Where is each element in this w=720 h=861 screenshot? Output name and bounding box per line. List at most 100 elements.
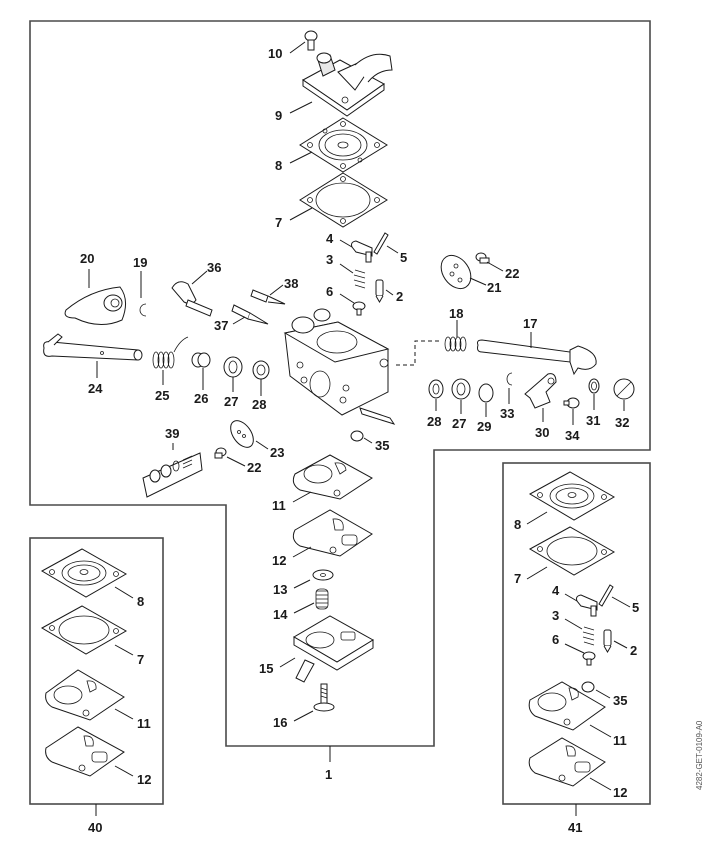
callout-20: 20	[80, 251, 94, 266]
callout-10: 10	[268, 46, 282, 61]
callout-27-left: 27	[224, 394, 238, 409]
group-40-label: 40	[88, 820, 102, 835]
callout-29: 29	[477, 419, 491, 434]
kit40-part-8-diaphragm	[40, 548, 128, 598]
part-2-inlet-needle	[375, 279, 384, 303]
part-23-throttle-shutter	[230, 420, 254, 448]
part-24-throttle-shaft	[43, 333, 143, 361]
callout-23: 23	[270, 445, 284, 460]
callout-37: 37	[214, 318, 228, 333]
part-20-throttle-lever	[64, 286, 126, 325]
part-5-pin	[373, 232, 389, 255]
callout-11: 11	[272, 498, 286, 513]
part-6-screw	[352, 301, 366, 316]
part-15-metering-cover	[293, 615, 374, 683]
kit41-part-7-gasket	[528, 526, 616, 576]
kit40-part-11-gasket	[45, 669, 125, 721]
kit40-callout-11: 11	[137, 716, 151, 731]
part-31-o-ring	[588, 378, 600, 394]
kit41-callout-4: 4	[552, 583, 560, 598]
part-14-spring	[315, 588, 329, 610]
part-28-ring-right	[428, 379, 444, 399]
part-19-e-clip	[139, 303, 147, 317]
callout-2: 2	[396, 289, 403, 304]
part-35-plug	[350, 430, 364, 442]
callout-16: 16	[273, 715, 287, 730]
group-41-label: 41	[568, 820, 582, 835]
part-29-ring	[478, 383, 494, 403]
kit41-callout-7: 7	[514, 571, 521, 586]
callout-21: 21	[487, 280, 501, 295]
callout-28-right: 28	[427, 414, 441, 429]
kit41-callout-11: 11	[613, 733, 627, 748]
kit41-callout-5: 5	[632, 600, 639, 615]
kit40-callout-8: 8	[137, 594, 144, 609]
document-id: 4282-GET-0109-A0	[695, 720, 704, 790]
kit41-callout-35: 35	[613, 693, 627, 708]
kit41-part-12-gasket	[528, 737, 606, 787]
callout-24: 24	[88, 381, 103, 396]
callout-26: 26	[194, 391, 208, 406]
kit41-part-4-inlet-lever	[576, 594, 598, 617]
assembly-dashed-line	[396, 340, 440, 366]
part-33-clip	[506, 372, 513, 386]
part-13-disc	[312, 569, 334, 581]
main-frame-1	[29, 20, 651, 747]
part-18-spring	[444, 336, 467, 352]
callout-22-left: 22	[247, 460, 261, 475]
part-16-screw	[313, 683, 335, 712]
kit40-callout-7: 7	[137, 652, 144, 667]
callout-34: 34	[565, 428, 580, 443]
callout-6: 6	[326, 284, 333, 299]
kit41-callout-8: 8	[514, 517, 521, 532]
kit41-part-8-diaphragm	[528, 471, 616, 521]
kit41-part-5-pin	[598, 584, 614, 607]
callout-14: 14	[273, 607, 288, 622]
part-38-adjusting-screw	[250, 289, 286, 305]
callout-35: 35	[375, 438, 389, 453]
callout-4: 4	[326, 231, 334, 246]
part-21-choke-shutter	[440, 254, 472, 290]
part-11-gasket	[292, 454, 373, 500]
kit41-callout-12: 12	[613, 785, 627, 800]
part-7-gasket	[299, 172, 388, 228]
callout-12: 12	[272, 553, 286, 568]
callout-13: 13	[273, 582, 287, 597]
part-27-seal-right	[451, 378, 471, 400]
callout-3: 3	[326, 252, 333, 267]
kit40-part-12-gasket	[45, 726, 125, 777]
callout-30: 30	[535, 425, 549, 440]
callout-27-right: 27	[452, 416, 466, 431]
kit41-part-35-plug	[581, 681, 595, 693]
kit40-part-7-gasket	[40, 605, 128, 655]
kit40-callout-12: 12	[137, 772, 151, 787]
part-3-spring	[353, 269, 366, 289]
callout-5: 5	[400, 250, 407, 265]
part-12-gasket	[292, 509, 373, 557]
part-27-seal-left	[223, 356, 243, 378]
part-28-ring-left	[252, 360, 270, 380]
callout-8: 8	[275, 158, 282, 173]
part-22-screw-left	[214, 447, 227, 459]
callout-15: 15	[259, 661, 273, 676]
part-37-adjusting-screw	[231, 304, 269, 325]
part-36-idle-screw-knob	[171, 281, 213, 317]
callout-9: 9	[275, 108, 282, 123]
part-30-choke-lever	[524, 373, 557, 409]
callout-39: 39	[165, 426, 179, 441]
part-8-diaphragm	[299, 117, 388, 173]
kit41-callout-2: 2	[630, 643, 637, 658]
part-4-inlet-lever	[351, 240, 373, 263]
kit41-part-11-gasket	[528, 681, 606, 731]
callout-17: 17	[523, 316, 537, 331]
part-9-pump-cover	[302, 52, 393, 117]
carburetor-body	[283, 308, 396, 425]
callout-38: 38	[284, 276, 298, 291]
part-39-seal-kit	[142, 452, 203, 498]
callout-25: 25	[155, 388, 169, 403]
part-17-choke-shaft	[477, 339, 597, 376]
kit41-callout-3: 3	[552, 608, 559, 623]
part-22-screw-right	[475, 252, 490, 264]
callout-19: 19	[133, 255, 147, 270]
